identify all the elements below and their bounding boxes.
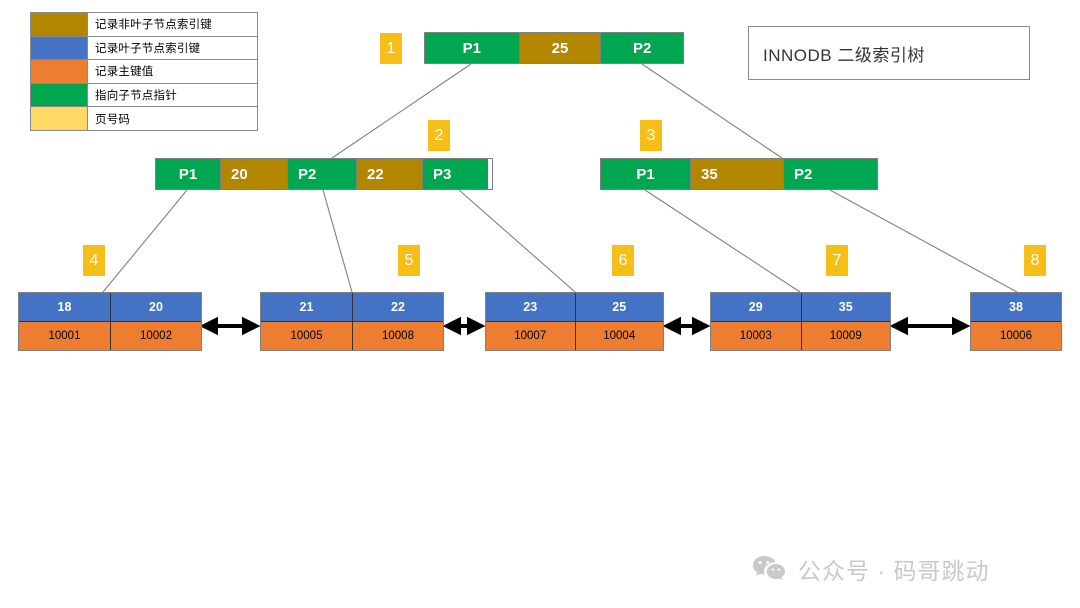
node-cell-pointer: P2 xyxy=(600,33,684,63)
leaf-key-row: 23 25 xyxy=(486,293,663,321)
leaf-pk-row: 10001 10002 xyxy=(19,321,201,350)
leaf-link-arrow xyxy=(889,316,971,336)
page-badge-1: 1 xyxy=(380,33,402,64)
leaf-pk-cell: 10003 xyxy=(711,322,801,350)
legend-item: 记录叶子节点索引键 xyxy=(31,36,257,61)
leaf-page-7: 29 35 10003 10009 xyxy=(710,292,891,351)
node-cell-key: 35 xyxy=(690,159,783,189)
leaf-key-cell: 18 xyxy=(19,293,110,321)
page-badge-7: 7 xyxy=(826,245,848,276)
legend-label: 指向子节点指针 xyxy=(95,90,177,103)
leaf-pk-row: 10003 10009 xyxy=(711,321,890,350)
node-cell-pointer: P1 xyxy=(601,159,690,189)
leaf-pk-cell: 10001 xyxy=(19,322,110,350)
leaf-link-arrow xyxy=(662,316,711,336)
node-cell-key: 20 xyxy=(220,159,287,189)
page-title: INNODB 二级索引树 xyxy=(763,45,925,65)
leaf-link-arrow xyxy=(199,316,261,336)
leaf-key-cell: 35 xyxy=(800,293,890,321)
legend-swatch-leaf-key xyxy=(31,36,88,60)
diagram-title-box: INNODB 二级索引树 xyxy=(748,26,1030,80)
node-cell-key: 25 xyxy=(518,33,601,63)
leaf-link-arrow xyxy=(442,316,486,336)
leaf-key-cell: 20 xyxy=(110,293,201,321)
legend-swatch-primary-key xyxy=(31,60,88,83)
leaf-page-4: 18 20 10001 10002 xyxy=(18,292,202,351)
legend-label: 记录主键值 xyxy=(95,66,154,79)
page-badge-3: 3 xyxy=(640,120,662,151)
wechat-icon xyxy=(753,556,785,581)
index-node-level2-right: P1 35 P2 xyxy=(600,158,878,190)
legend-label: 页号码 xyxy=(95,113,131,126)
leaf-pk-cell: 10005 xyxy=(261,322,352,350)
legend-label: 记录叶子节点索引键 xyxy=(95,42,201,55)
legend-swatch-child-pointer xyxy=(31,83,88,107)
leaf-key-cell: 21 xyxy=(261,293,352,321)
leaf-pk-cell: 10004 xyxy=(574,322,663,350)
watermark-text: 公众号 · 码哥跳动 xyxy=(798,558,990,584)
leaf-key-row: 21 22 xyxy=(261,293,443,321)
node-cell-pointer: P1 xyxy=(156,159,220,189)
legend-item: 指向子节点指针 xyxy=(31,83,257,108)
index-node-level2-left: P1 20 P2 22 P3 xyxy=(155,158,493,190)
leaf-key-row: 38 xyxy=(971,293,1061,321)
leaf-page-8: 38 10006 xyxy=(970,292,1062,351)
leaf-page-5: 21 22 10005 10008 xyxy=(260,292,444,351)
leaf-pk-row: 10007 10004 xyxy=(486,321,663,350)
legend-box: 记录非叶子节点索引键 记录叶子节点索引键 记录主键值 指向子节点指针 页号码 xyxy=(30,12,258,131)
leaf-pk-cell: 10009 xyxy=(800,322,890,350)
node-cell-pointer: P1 xyxy=(425,33,519,63)
page-badge-6: 6 xyxy=(612,245,634,276)
leaf-key-row: 18 20 xyxy=(19,293,201,321)
page-badge-2: 2 xyxy=(428,120,450,151)
leaf-pk-cell: 10006 xyxy=(971,322,1061,350)
node-cell-pointer: P2 xyxy=(783,159,877,189)
leaf-key-cell: 23 xyxy=(486,293,575,321)
legend-swatch-page-number xyxy=(31,107,88,130)
legend-item: 记录非叶子节点索引键 xyxy=(31,13,257,37)
leaf-pk-row: 10005 10008 xyxy=(261,321,443,350)
legend-swatch-nonleaf-key xyxy=(31,13,88,36)
page-badge-8: 8 xyxy=(1024,245,1046,276)
leaf-page-6: 23 25 10007 10004 xyxy=(485,292,664,351)
leaf-pk-row: 10006 xyxy=(971,321,1061,350)
node-cell-key: 22 xyxy=(356,159,422,189)
leaf-pk-cell: 10008 xyxy=(352,322,443,350)
page-badge-4: 4 xyxy=(83,245,105,276)
node-cell-pointer: P3 xyxy=(422,159,488,189)
legend-item: 记录主键值 xyxy=(31,60,257,84)
watermark: 公众号 · 码哥跳动 xyxy=(752,552,989,586)
leaf-key-cell: 22 xyxy=(352,293,443,321)
node-cell-pointer: P2 xyxy=(287,159,356,189)
leaf-pk-cell: 10002 xyxy=(110,322,201,350)
legend-item: 页号码 xyxy=(31,107,257,130)
leaf-pk-cell: 10007 xyxy=(486,322,575,350)
leaf-key-cell: 29 xyxy=(711,293,801,321)
legend-label: 记录非叶子节点索引键 xyxy=(95,19,212,32)
leaf-key-cell: 38 xyxy=(971,293,1061,321)
leaf-key-row: 29 35 xyxy=(711,293,890,321)
index-node-root: P1 25 P2 xyxy=(424,32,684,64)
page-badge-5: 5 xyxy=(398,245,420,276)
leaf-key-cell: 25 xyxy=(574,293,663,321)
